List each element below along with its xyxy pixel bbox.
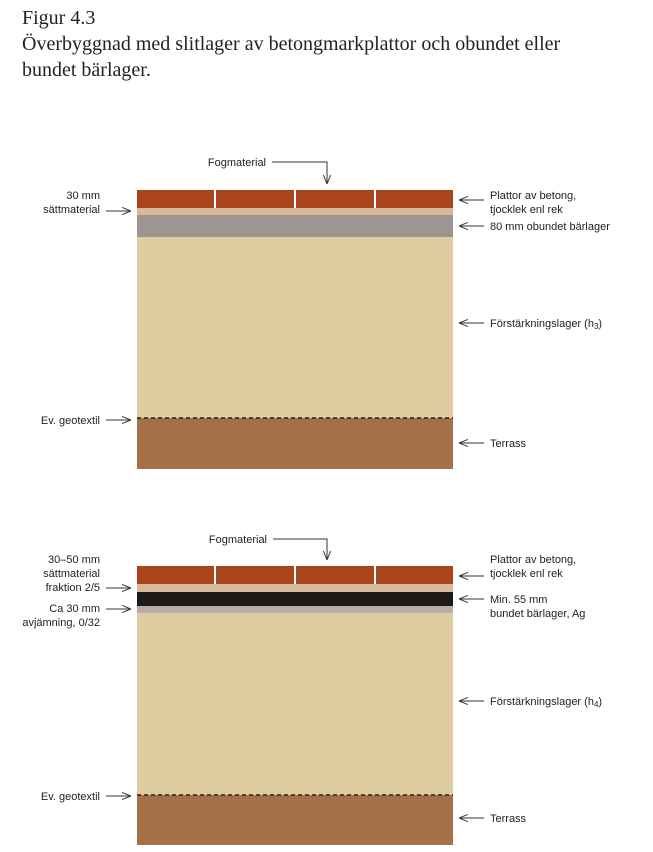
d2-levelling-label-line-1: Ca 30 mm	[49, 603, 100, 615]
d1-tile	[376, 190, 453, 208]
d2-setting-label-line-2: sättmaterial	[43, 568, 100, 580]
d2-levelling-layer	[137, 606, 453, 613]
d2-joint-arrow	[273, 538, 327, 560]
d1-reinforcement-label: Förstärkningslager (h3)	[490, 318, 602, 331]
figure-title-line-2: bundet bärlager.	[22, 59, 151, 81]
d2-base-label-line-2: bundet bärlager, Ag	[490, 608, 585, 620]
d1-tiles-label-line-2: tjocklek enl rek	[490, 204, 563, 216]
d1-setting-label-line-2: sättmaterial	[43, 204, 100, 216]
d1-tiles-label-line-1: Plattor av betong,	[490, 190, 576, 202]
d1-subgrade-layer	[137, 418, 453, 469]
d2-joint-label: Fogmaterial	[209, 534, 267, 546]
d2-tile	[216, 566, 294, 584]
d2-setting-label-line-3: fraktion 2/5	[46, 582, 100, 594]
d1-setting-layer	[137, 208, 453, 215]
d2-levelling-label-line-2: avjämning, 0/32	[22, 617, 100, 629]
d2-subgrade-layer	[137, 795, 453, 845]
d2-tile	[376, 566, 453, 584]
d2-geotextile-label: Ev. geotextil	[41, 791, 100, 803]
d1-tile	[216, 190, 294, 208]
d1-joint-arrow	[272, 161, 327, 184]
d1-base-label: 80 mm obundet bärlager	[490, 221, 610, 233]
d1-tile	[296, 190, 374, 208]
d2-setting-label-line-1: 30–50 mm	[48, 554, 100, 566]
d2-base-label-line-1: Min. 55 mm	[490, 594, 547, 606]
d1-setting-label-line-1: 30 mm	[66, 190, 100, 202]
d2-tile	[296, 566, 374, 584]
diagram-1: Fogmaterial 30 mm sättmaterial Ev. geote…	[41, 157, 610, 469]
d2-reinforcement-layer	[137, 613, 453, 795]
d1-reinforcement-layer	[137, 237, 453, 418]
d1-joint-label: Fogmaterial	[208, 157, 266, 169]
d2-tile	[137, 566, 214, 584]
d1-unbound-base-layer	[137, 215, 453, 237]
d2-setting-layer	[137, 584, 453, 592]
diagram-2: Fogmaterial 30–50 mm sättmaterial frakti…	[22, 534, 602, 845]
d1-geotextile-label: Ev. geotextil	[41, 415, 100, 427]
figure-title-line-1: Överbyggnad med slitlager av betongmarkp…	[22, 33, 561, 55]
d2-tiles-label-line-2: tjocklek enl rek	[490, 568, 563, 580]
d2-reinforcement-subscript: 4	[594, 700, 599, 709]
d1-reinforcement-subscript: 3	[594, 322, 599, 331]
d1-tile	[137, 190, 214, 208]
d2-subgrade-label: Terrass	[490, 813, 527, 825]
d2-bound-base-layer	[137, 592, 453, 606]
d2-tiles-label-line-1: Plattor av betong,	[490, 554, 576, 566]
d1-subgrade-label: Terrass	[490, 438, 527, 450]
figure-number: Figur 4.3	[22, 7, 96, 29]
d2-reinforcement-label: Förstärkningslager (h4)	[490, 696, 602, 709]
